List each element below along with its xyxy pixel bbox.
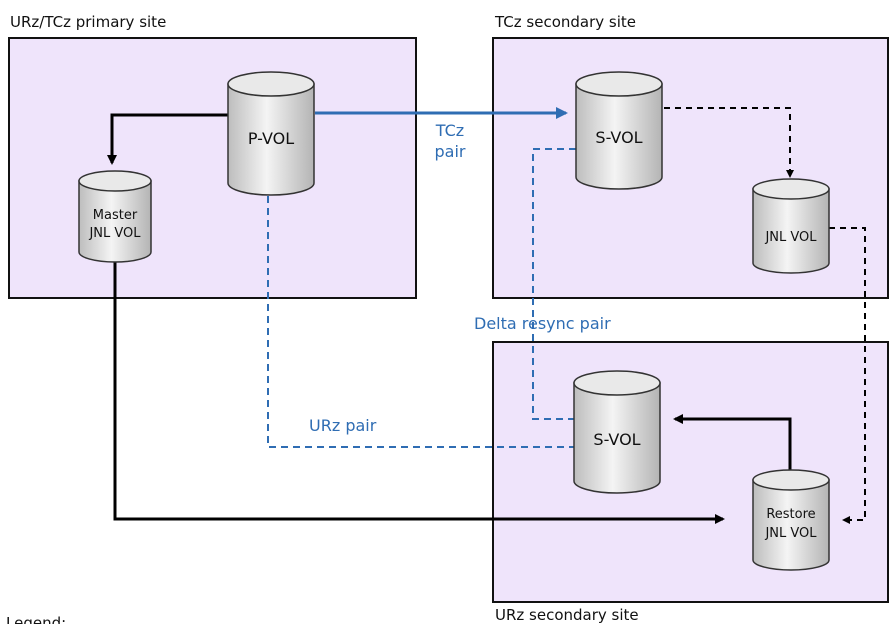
primary-site-label: URz/TCz primary site xyxy=(10,13,166,31)
master-label-line1: Master xyxy=(93,208,138,223)
urz-svol-cylinder: S-VOL xyxy=(573,370,661,494)
primary-site-box xyxy=(8,37,417,299)
tcz-pair-label-line1: TCz xyxy=(435,121,464,140)
tcz-secondary-site-label: TCz secondary site xyxy=(494,13,636,31)
pvol-to-master-arrow xyxy=(107,113,228,165)
tcz-svol-cylinder: S-VOL xyxy=(575,71,663,190)
svol-to-jnl-dashed-arrow xyxy=(664,107,794,178)
tcz-pair-label-line2: pair xyxy=(435,142,466,161)
delta-resync-pair-label: Delta resync pair xyxy=(474,314,611,333)
urz-secondary-site-label: URz secondary site xyxy=(495,606,639,624)
tcz-jnl-vol-cylinder: JNL VOL xyxy=(752,178,830,274)
legend-title: Legend: xyxy=(6,614,66,624)
restore-label-line1: Restore xyxy=(766,507,815,522)
tcz-jnl-label: JNL VOL xyxy=(764,230,817,245)
restore-label-line2: JNL VOL xyxy=(764,526,817,541)
pvol-label: P-VOL xyxy=(248,129,294,148)
pvol-cylinder: P-VOL xyxy=(227,71,315,196)
urz-pair-label: URz pair xyxy=(309,416,377,435)
master-jnl-vol-cylinder: Master JNL VOL xyxy=(78,170,152,263)
restore-to-svol-arrow xyxy=(673,414,792,470)
master-to-restore-arrow xyxy=(113,260,725,524)
restore-jnl-vol-cylinder: Restore JNL VOL xyxy=(752,469,830,571)
jnl-to-restore-dashed-arrow xyxy=(829,227,866,524)
urz-svol-label: S-VOL xyxy=(593,430,640,449)
tcz-svol-label: S-VOL xyxy=(595,128,642,147)
urz-secondary-site-box xyxy=(492,341,889,603)
master-label-line2: JNL VOL xyxy=(88,226,141,241)
